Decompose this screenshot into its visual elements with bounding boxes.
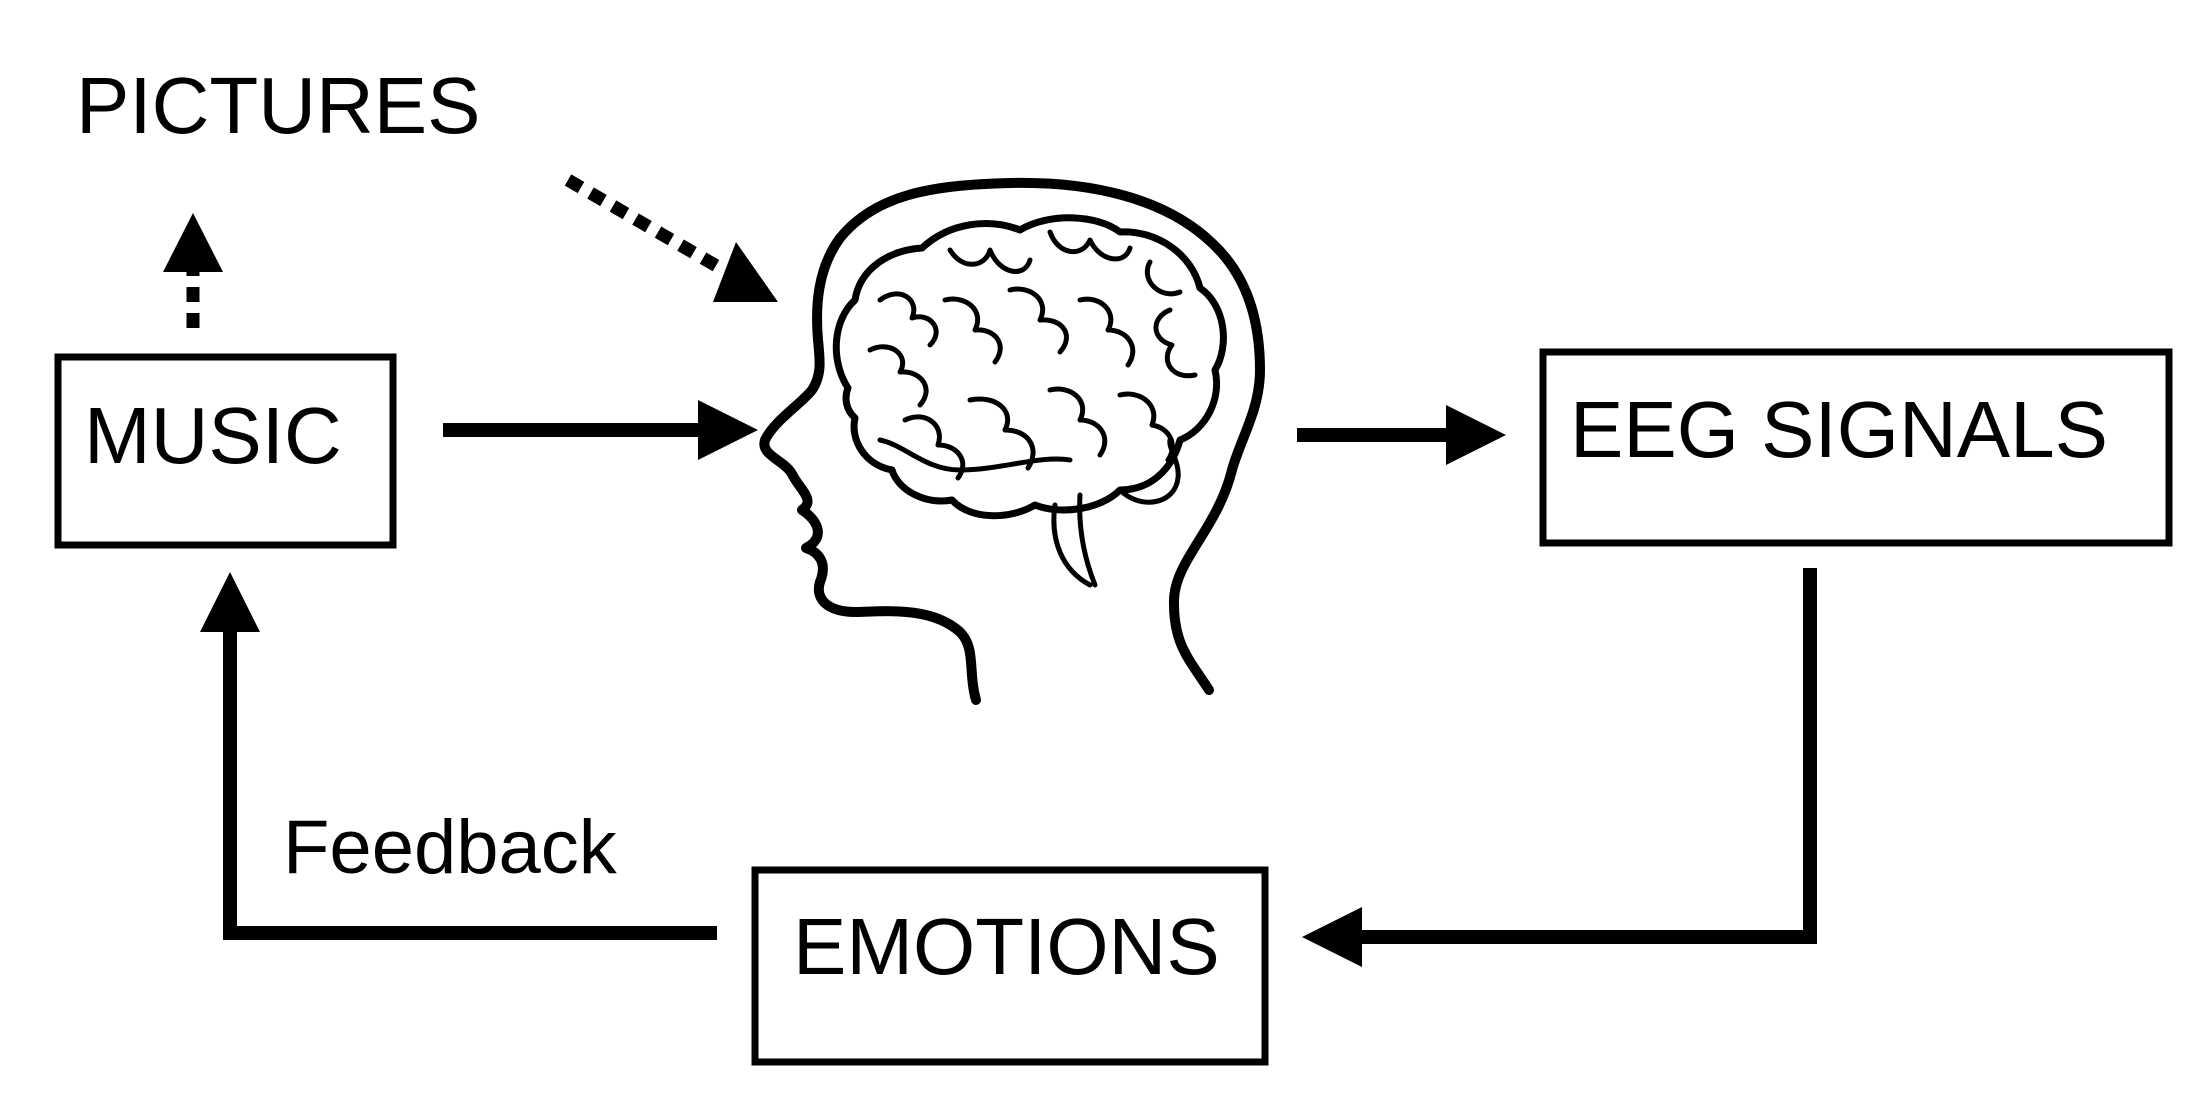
music-to-brain-arrow	[443, 400, 758, 460]
music-to-pictures-dotted-arrow	[163, 213, 223, 328]
eeg-signals-box: EEG SIGNALS	[1539, 348, 2173, 547]
head-outline	[759, 177, 1265, 705]
pictures-to-brain-dotted-arrow	[564, 174, 778, 302]
head-brain-icon	[759, 177, 1265, 705]
eeg-signals-label: EEG SIGNALS	[1570, 385, 2108, 474]
emotions-box: EMOTIONS	[751, 866, 1269, 1066]
feedback-label: Feedback	[283, 805, 618, 890]
music-label: MUSIC	[84, 391, 342, 480]
brain-folds	[867, 229, 1198, 481]
pictures-label: PICTURES	[76, 61, 481, 150]
brainstem	[1051, 492, 1098, 588]
eeg-to-emotions-arrow	[1302, 568, 1817, 967]
music-box: MUSIC	[54, 353, 397, 549]
brain-to-eeg-arrow	[1297, 405, 1506, 465]
brain-outline	[832, 214, 1227, 520]
emotions-label: EMOTIONS	[793, 902, 1220, 991]
feedback-arrow	[200, 572, 717, 940]
